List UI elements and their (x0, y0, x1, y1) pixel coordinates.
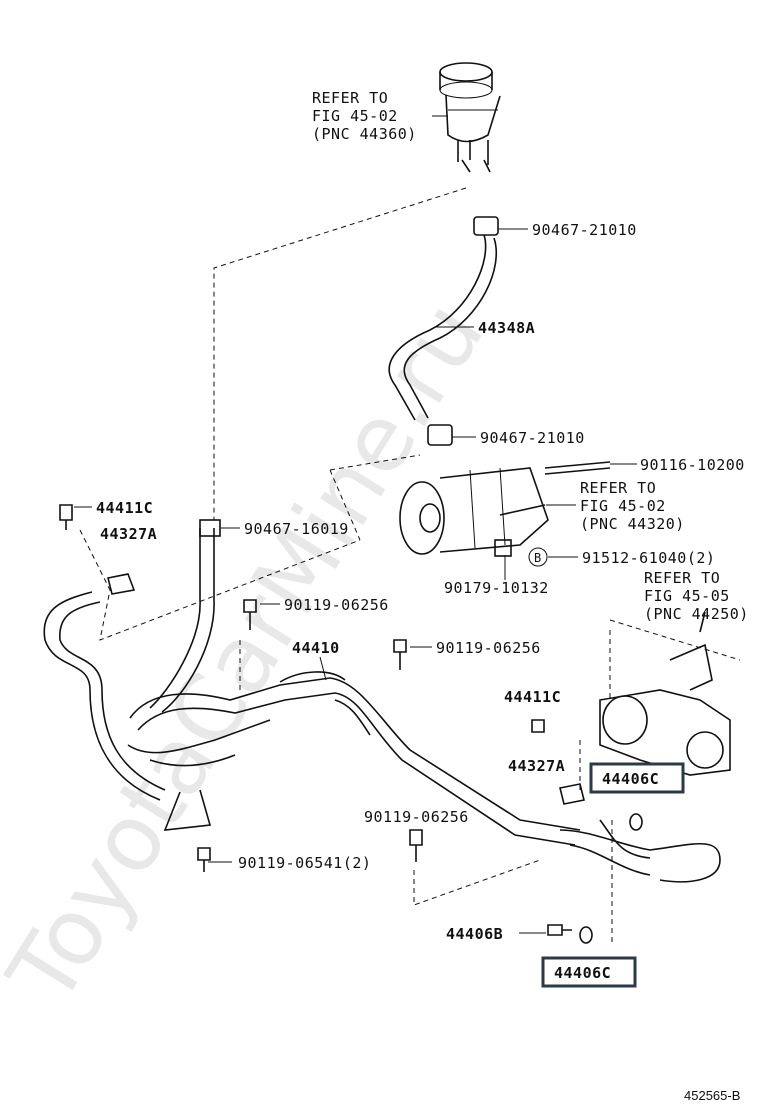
b-marker: B (534, 551, 542, 565)
dashed-guides (79, 187, 741, 942)
bolt-icon (547, 924, 572, 936)
part-label-44348A: 44348A (478, 319, 535, 337)
part-label-91512-61040: 91512-61040(2) (582, 549, 715, 567)
part-label-44406B: 44406B (446, 925, 503, 943)
svg-text:44406C: 44406C (554, 964, 611, 982)
washer-icon (629, 813, 643, 831)
part-label-90116-10200: 90116-10200 (640, 456, 745, 474)
return-hose (388, 216, 499, 446)
part-label-44411C: 44411C (504, 688, 561, 706)
fastener-icons (59, 504, 643, 944)
refer-4436-label: REFER TO FIG 45-02 (PNC 44360) (312, 89, 417, 143)
svg-text:(PNC 44360): (PNC 44360) (312, 125, 417, 143)
washer-icon (579, 926, 593, 944)
part-label-90119-06256: 90119-06256 (364, 808, 469, 826)
clamp-icon (199, 519, 221, 537)
bolt-icon (59, 504, 73, 530)
part-label-90467-16019: 90467-16019 (244, 520, 349, 538)
svg-text:FIG 45-02: FIG 45-02 (580, 497, 666, 515)
part-label-44411C: 44411C (96, 499, 153, 517)
clip-icon (107, 573, 136, 595)
figure-code: 452565-B (684, 1088, 740, 1103)
svg-text:REFER TO: REFER TO (580, 479, 656, 497)
highlight-44406C: 44406C (541, 956, 637, 988)
part-label-90467-21010: 90467-21010 (532, 221, 637, 239)
svg-text:(PNC 44250): (PNC 44250) (644, 605, 749, 623)
clamp-icon (427, 424, 453, 446)
svg-text:FIG 45-05: FIG 45-05 (644, 587, 730, 605)
bolt-icon (409, 829, 423, 862)
part-label-90119-06541: 90119-06541(2) (238, 854, 371, 872)
svg-text:REFER TO: REFER TO (312, 89, 388, 107)
refer-4425-label: REFER TO FIG 45-05 (PNC 44250) (644, 569, 749, 623)
svg-text:FIG 45-02: FIG 45-02 (312, 107, 398, 125)
nut-icon (494, 539, 512, 557)
svg-text:(PNC 44320): (PNC 44320) (580, 515, 685, 533)
pump-illustration (399, 461, 611, 557)
part-label-44410: 44410 (292, 639, 340, 657)
svg-text:REFER TO: REFER TO (644, 569, 720, 587)
pipe-assembly (43, 519, 721, 883)
part-label-90467-21010: 90467-21010 (480, 429, 585, 447)
part-label-44327A: 44327A (100, 525, 157, 543)
watermark: ToyotaCarMine.ru (0, 283, 505, 1022)
part-label-90119-06256: 90119-06256 (436, 639, 541, 657)
part-label-90119-06256: 90119-06256 (284, 596, 389, 614)
clamp-icon (473, 216, 499, 236)
bolt-icon (531, 719, 545, 733)
reservoir-illustration (439, 62, 501, 173)
gear-illustration (599, 611, 731, 776)
bolt-icon (243, 599, 257, 630)
svg-text:44406C: 44406C (602, 770, 659, 788)
refer-4432-label: REFER TO FIG 45-02 (PNC 44320) (580, 479, 685, 533)
leader-lines (74, 115, 637, 934)
bolt-icon (393, 639, 407, 670)
bolt-icon (197, 847, 211, 872)
clip-icon (559, 783, 585, 805)
part-label-44327A: 44327A (508, 757, 565, 775)
b-marker-circle (528, 547, 548, 567)
highlight-44406C: 44406C (589, 762, 685, 794)
part-label-90179-10132: 90179-10132 (444, 579, 549, 597)
